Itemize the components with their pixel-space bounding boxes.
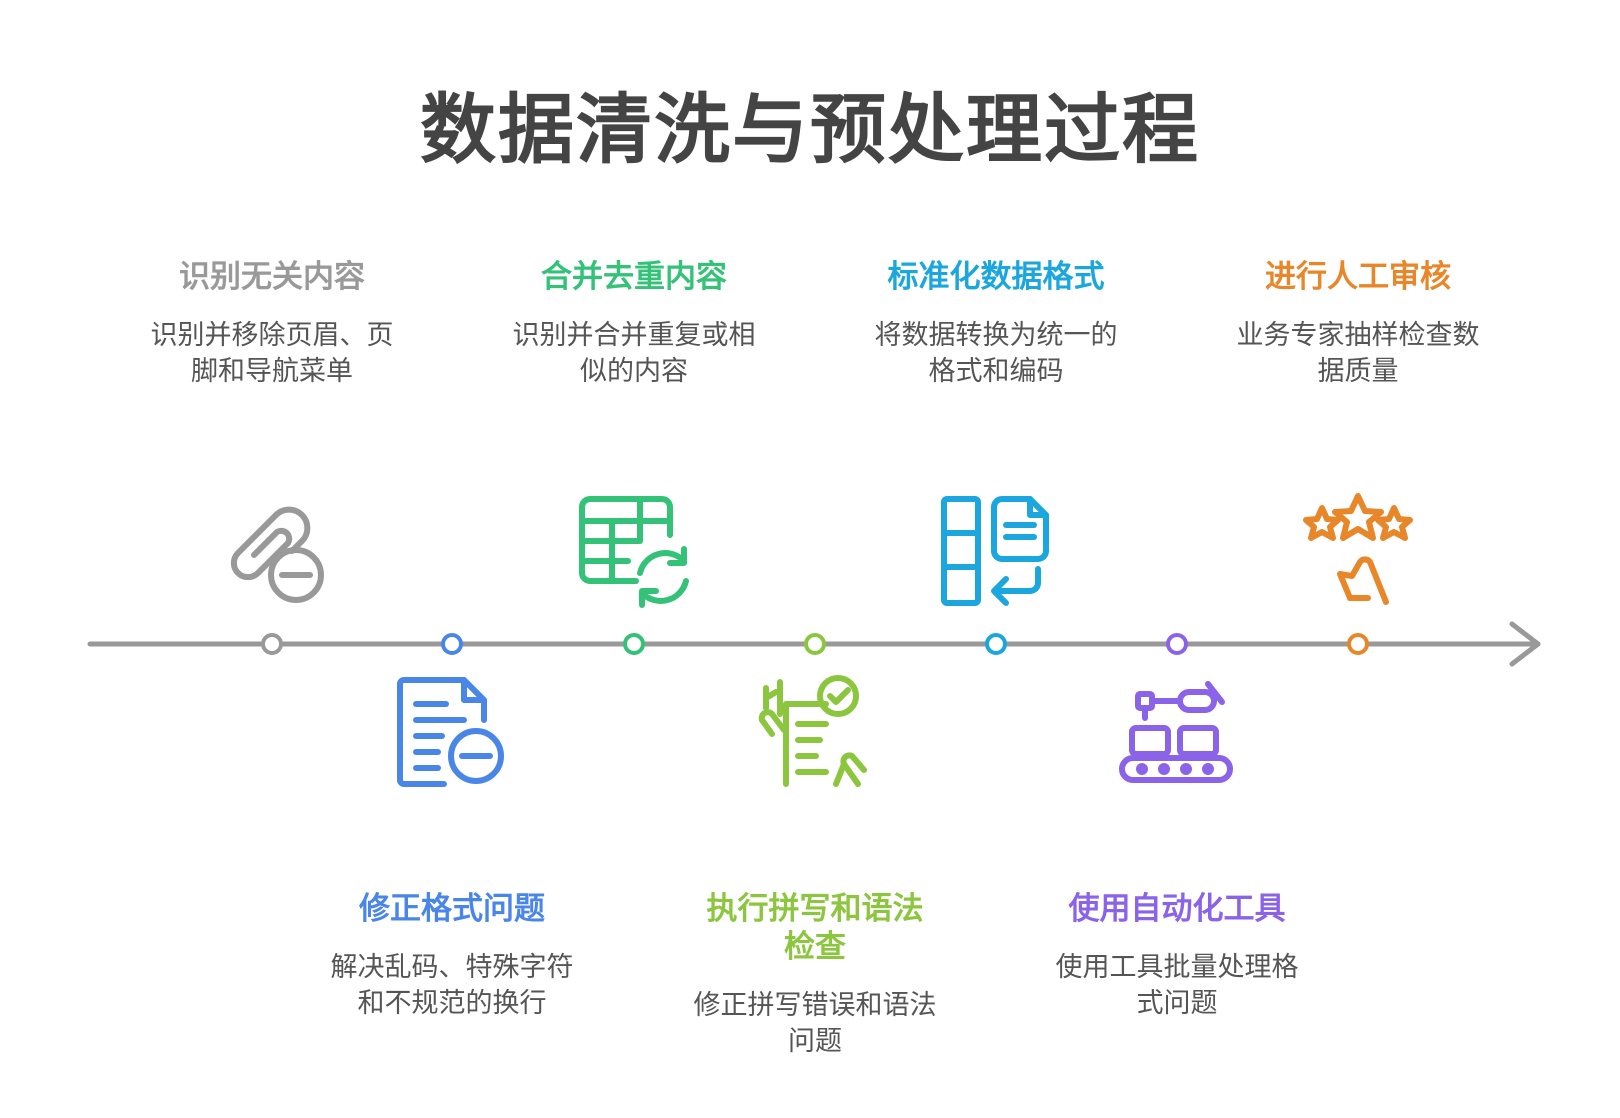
step-automation-tools: 使用自动化工具 使用工具批量处理格 式问题: [1027, 890, 1327, 1022]
step-fix-format: 修正格式问题 解决乱码、特殊字符 和不规范的换行: [302, 890, 602, 1022]
step-description-line: 格式和编码: [928, 356, 1064, 387]
document-remove-icon: [394, 674, 510, 790]
timeline-node-4: [804, 633, 826, 655]
step-merge-dedupe: 合并去重内容 识别并合并重复或相 似的内容: [484, 258, 784, 390]
timeline-node-7: [1347, 633, 1369, 655]
step-description: 识别并合并重复或相 似的内容: [484, 318, 784, 390]
timeline-arrowhead: [1509, 621, 1541, 667]
step-standardize-format: 标准化数据格式 将数据转换为统一的 格式和编码: [846, 258, 1146, 390]
checklist-hand-icon: [756, 674, 872, 790]
step-title: 使用自动化工具: [1068, 891, 1286, 927]
step-description-line: 似的内容: [580, 356, 688, 387]
table-refresh-icon: [576, 493, 692, 609]
timeline-node-5: [985, 633, 1007, 655]
step-spell-grammar-check: 执行拼写和语法 检查 修正拼写错误和语法 问题: [665, 890, 965, 1060]
robot-conveyor-icon: [1118, 674, 1234, 790]
step-description-line: 式问题: [1136, 988, 1218, 1019]
step-title-line: 检查: [784, 929, 846, 965]
step-description: 将数据转换为统一的 格式和编码: [846, 318, 1146, 390]
step-description-line: 修正拼写错误和语法: [693, 990, 937, 1021]
timeline-node-1: [261, 633, 283, 655]
step-description-line: 识别并移除页眉、页: [150, 320, 394, 351]
step-description-line: 据质量: [1317, 356, 1399, 387]
step-description-line: 问题: [788, 1026, 842, 1057]
step-title: 进行人工审核: [1265, 259, 1451, 295]
step-description-line: 脚和导航菜单: [191, 356, 353, 387]
step-title: 执行拼写和语法 检查: [665, 890, 965, 966]
step-manual-review: 进行人工审核 业务专家抽样检查数 据质量: [1208, 258, 1508, 390]
step-title: 修正格式问题: [359, 891, 545, 927]
step-description-line: 业务专家抽样检查数: [1236, 320, 1480, 351]
step-description: 使用工具批量处理格 式问题: [1027, 950, 1327, 1022]
step-description-line: 使用工具批量处理格: [1055, 952, 1299, 983]
step-title: 标准化数据格式: [887, 259, 1105, 295]
timeline-node-6: [1166, 633, 1188, 655]
step-identify-irrelevant: 识别无关内容 识别并移除页眉、页 脚和导航菜单: [122, 258, 422, 390]
columns-document-icon: [938, 493, 1054, 609]
page-title: 数据清洗与预处理过程: [420, 85, 1200, 174]
paperclip-remove-icon: [214, 495, 330, 611]
step-description: 识别并移除页眉、页 脚和导航菜单: [122, 318, 422, 390]
timeline-node-2: [441, 633, 463, 655]
step-description-line: 和不规范的换行: [357, 988, 547, 1019]
step-title: 识别无关内容: [179, 259, 365, 295]
timeline-node-3: [623, 633, 645, 655]
step-description-line: 解决乱码、特殊字符: [330, 952, 574, 983]
step-description-line: 识别并合并重复或相: [512, 320, 756, 351]
step-description: 业务专家抽样检查数 据质量: [1208, 318, 1508, 390]
step-description: 解决乱码、特殊字符 和不规范的换行: [302, 950, 602, 1022]
step-title: 合并去重内容: [541, 259, 727, 295]
step-title-line: 执行拼写和语法: [706, 891, 924, 927]
step-description: 修正拼写错误和语法 问题: [665, 988, 965, 1060]
step-description-line: 将数据转换为统一的: [874, 320, 1118, 351]
stars-hand-icon: [1300, 492, 1416, 608]
